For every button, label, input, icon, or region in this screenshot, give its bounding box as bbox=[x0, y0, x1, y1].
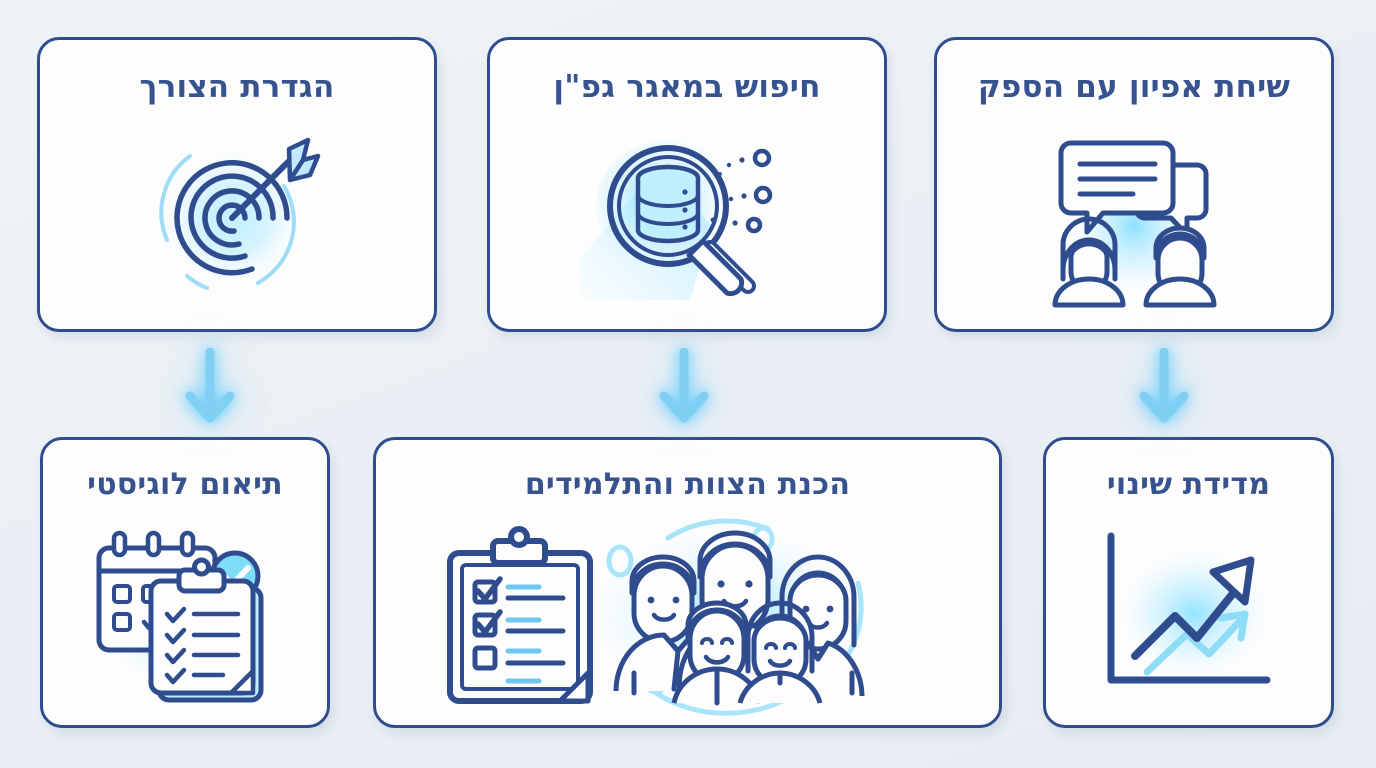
flow-arrow-down-3 bbox=[1134, 347, 1194, 426]
card-title-vendor-call: שיחת אפיון עם הספק bbox=[977, 69, 1291, 105]
growth-chart-arrow-icon bbox=[1046, 503, 1331, 726]
clipboard-group-people-icon bbox=[376, 503, 999, 726]
card-staff-students-prep[interactable]: הכנת הצוות והתלמידים bbox=[373, 437, 1002, 728]
card-logistics-coordination[interactable]: תיאום לוגיסטי bbox=[40, 437, 330, 728]
card-title-logistics: תיאום לוגיסטי bbox=[87, 467, 283, 502]
card-title-search-database: חיפוש במאגר גפ"ן bbox=[553, 69, 821, 105]
chat-people-icon bbox=[937, 106, 1331, 329]
card-search-database[interactable]: חיפוש במאגר גפ"ן bbox=[487, 37, 887, 332]
card-title-measure-change: מדידת שינוי bbox=[1106, 467, 1271, 502]
card-define-need[interactable]: הגדרת הצורך bbox=[37, 37, 437, 332]
calendar-clipboard-check-icon bbox=[43, 503, 327, 726]
card-measure-change[interactable]: מדידת שינוי bbox=[1043, 437, 1334, 728]
magnifier-database-icon bbox=[490, 106, 884, 329]
flow-arrow-down-1 bbox=[180, 347, 240, 426]
flow-arrow-down-2 bbox=[654, 347, 714, 426]
target-arrow-icon bbox=[40, 106, 434, 329]
card-title-staff-students: הכנת הצוות והתלמידים bbox=[524, 467, 851, 502]
card-vendor-call[interactable]: שיחת אפיון עם הספק bbox=[934, 37, 1334, 332]
card-title-define-need: הגדרת הצורך bbox=[139, 69, 335, 105]
